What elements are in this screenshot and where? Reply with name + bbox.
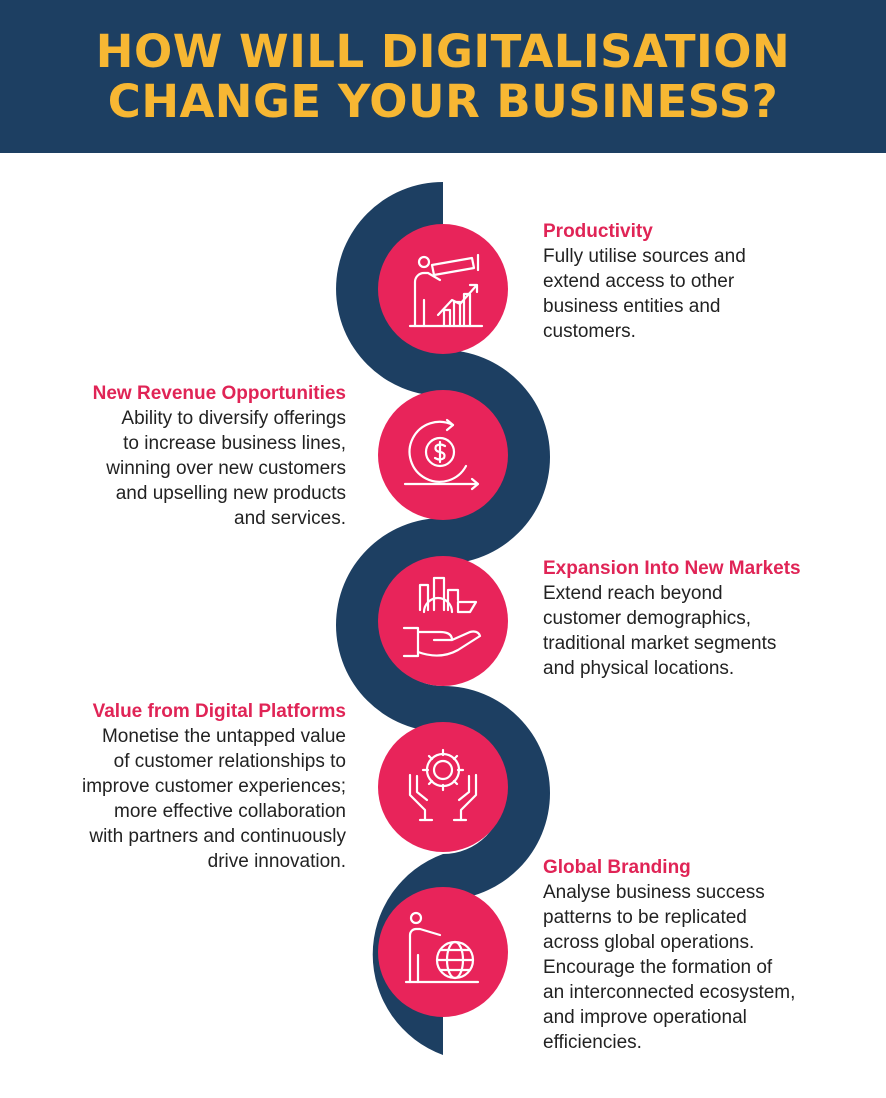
desc-line: more effective collaboration (114, 801, 346, 822)
desc-line: winning over new customers (106, 458, 346, 479)
item-digital-platforms: Value from Digital Platforms Monetise th… (6, 699, 346, 874)
person-globe-icon (404, 911, 480, 984)
item-description: Fully utilise sources and extend access … (543, 244, 873, 344)
dollar-cycle-icon (403, 418, 480, 491)
item-expansion: Expansion Into New Markets Extend reach … (543, 556, 873, 681)
desc-line: improve customer experiences; (82, 776, 346, 797)
desc-line: business entities and (543, 296, 721, 317)
desc-line: customers. (543, 321, 636, 342)
desc-line: drive innovation. (207, 851, 346, 872)
desc-line: Analyse business success (543, 882, 765, 903)
item-title: Value from Digital Platforms (92, 701, 346, 722)
desc-line: Extend reach beyond (543, 583, 723, 604)
desc-line: with partners and continuously (89, 826, 346, 847)
desc-line: Monetise the untapped value (101, 726, 346, 747)
desc-line: to increase business lines, (123, 433, 346, 454)
desc-line: patterns to be replicated (543, 907, 747, 928)
desc-line: Encourage the formation of (543, 957, 773, 978)
desc-line: Ability to diversify offerings (121, 408, 346, 429)
circle-productivity (378, 224, 508, 354)
item-title: Productivity (543, 221, 653, 242)
wave-segment-3 (336, 518, 443, 732)
circle-expansion (378, 556, 508, 686)
item-productivity: Productivity Fully utilise sources and e… (543, 219, 873, 344)
item-description: Extend reach beyond customer demographic… (543, 581, 873, 681)
wave-segment-1 (336, 182, 443, 396)
desc-line: Fully utilise sources and (543, 246, 746, 267)
hand-city-icon (402, 576, 482, 658)
wave-segment-2 (443, 350, 550, 564)
desc-line: customer demographics, (543, 608, 752, 629)
title-line-1: HOW WILL DIGITALISATION (95, 24, 791, 78)
item-title: Expansion Into New Markets (543, 558, 801, 579)
desc-line: extend access to other (543, 271, 735, 292)
circle-revenue (378, 390, 508, 520)
item-description: Analyse business success patterns to be … (543, 880, 873, 1055)
item-description: Monetise the untapped value of customer … (6, 724, 346, 874)
circle-branding (378, 887, 508, 1017)
desc-line: and improve operational (543, 1007, 747, 1028)
telescope-growth-icon (408, 253, 484, 328)
desc-line: of customer relationships to (113, 751, 346, 772)
item-global-branding: Global Branding Analyse business success… (543, 855, 873, 1055)
desc-line: traditional market segments (543, 633, 777, 654)
item-new-revenue: New Revenue Opportunities Ability to div… (6, 381, 346, 531)
desc-line: an interconnected ecosystem, (543, 982, 796, 1003)
desc-line: and upselling new products (115, 483, 346, 504)
item-title: Global Branding (543, 857, 691, 878)
item-description: Ability to diversify offerings to increa… (6, 406, 346, 531)
wave-segment-4 (443, 686, 550, 900)
desc-line: and services. (234, 508, 346, 529)
header-banner: HOW WILL DIGITALISATION CHANGE YOUR BUSI… (0, 0, 886, 153)
desc-line: efficiencies. (543, 1032, 642, 1053)
item-title: New Revenue Opportunities (92, 383, 346, 404)
hands-gear-icon (408, 748, 478, 822)
desc-line: across global operations. (543, 932, 755, 953)
desc-line: and physical locations. (543, 658, 735, 679)
title-line-2: CHANGE YOUR BUSINESS? (107, 74, 779, 128)
